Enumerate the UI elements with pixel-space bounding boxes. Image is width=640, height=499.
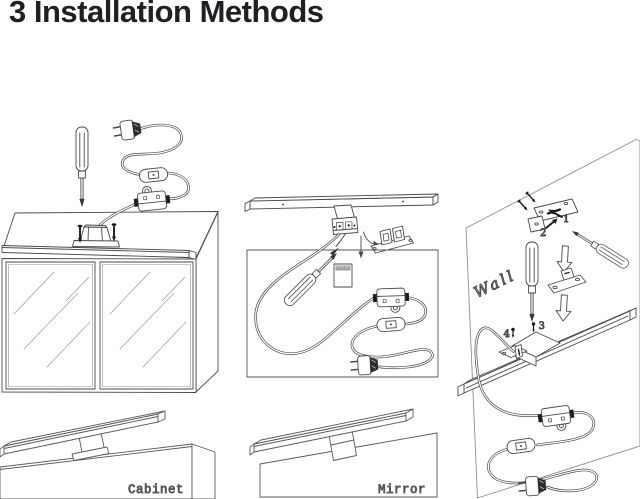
light-bar xyxy=(244,193,439,212)
step-number-4: 4 xyxy=(504,329,510,340)
mirror-door-right xyxy=(99,261,194,390)
step-number-2: 2 xyxy=(540,228,546,239)
wall-installation-diagram: Wall 1 2 3 xyxy=(457,139,640,499)
power-cord xyxy=(99,123,190,226)
cabinet-side xyxy=(191,443,216,499)
screwdriver xyxy=(75,126,89,208)
insert-arrow xyxy=(330,247,339,256)
page-title: 3 Installation Methods xyxy=(9,0,324,29)
mirror-panel xyxy=(259,432,438,498)
light-bar xyxy=(0,410,166,458)
mounting-bracket xyxy=(71,432,110,461)
cabinet-installation-diagram xyxy=(1,118,219,393)
cabinet xyxy=(1,211,219,393)
power-plug xyxy=(111,118,143,143)
down-arrow xyxy=(358,235,364,259)
power-cord xyxy=(254,233,434,370)
step-number-1: 1 xyxy=(563,214,569,225)
cabinet-label: Cabinet xyxy=(128,483,184,497)
adhesive-sticker xyxy=(333,263,353,288)
inline-switch xyxy=(138,166,169,184)
driver-box xyxy=(372,287,411,314)
clamp-bracket xyxy=(328,429,357,461)
mirror-panel xyxy=(246,249,439,378)
light-bar xyxy=(249,408,414,456)
wall-plate xyxy=(547,267,587,294)
mirror-door-left xyxy=(5,261,96,390)
screwdriver xyxy=(281,248,342,309)
mirror-installation-diagram xyxy=(244,193,439,378)
cabinet-light-bar xyxy=(1,245,197,260)
mounting-clips xyxy=(370,225,414,254)
cabinet-front xyxy=(0,443,193,499)
clamp-bracket xyxy=(331,204,359,235)
inline-switch xyxy=(376,316,406,333)
power-cord xyxy=(474,326,599,493)
step-pointer-2 xyxy=(545,218,558,229)
driver-box xyxy=(132,183,172,213)
mirror-mounted-light-thumbnail: Mirror xyxy=(249,408,438,498)
step-pointer-1 xyxy=(548,209,563,218)
cabinet-mounted-light-thumbnail: Cabinet xyxy=(0,410,216,499)
mirror-label: Mirror xyxy=(378,483,426,497)
wall-panel xyxy=(465,139,640,499)
step-number-3: 3 xyxy=(539,321,545,332)
mounting-bracket xyxy=(72,224,120,248)
